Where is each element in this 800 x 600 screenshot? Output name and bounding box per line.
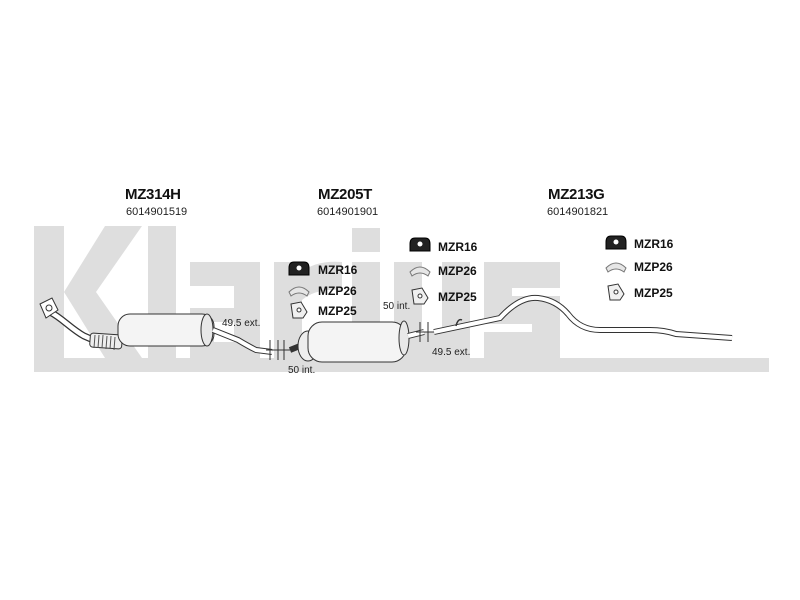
accessory-icons-group-3 [605, 235, 627, 301]
dimension-label: 49.5 ext. [222, 318, 261, 329]
front-flange [39, 297, 59, 319]
center-silencer-body [307, 321, 407, 363]
rear-pipe-assembly [433, 294, 733, 341]
part-number-3: 6014901821 [547, 206, 609, 218]
accessory-label: MZP25 [318, 304, 357, 318]
part-number-1: 6014901519 [126, 206, 188, 218]
bracket-icon [290, 301, 308, 319]
front-silencer-end-cap [200, 313, 214, 347]
dimension-label: 50 int. [383, 301, 411, 312]
rear-hanger-bracket [455, 318, 463, 327]
accessory-icons-group-1 [288, 261, 310, 319]
part-code-3: MZ213G [548, 186, 605, 203]
dimension-label: 49.5 ext. [432, 347, 471, 358]
accessory-label: MZR16 [634, 237, 674, 251]
rubber-mount-icon [605, 235, 627, 250]
rear-tail-pipe [433, 294, 733, 341]
part-number-2: 6014901901 [317, 206, 379, 218]
accessory-label: MZP25 [634, 286, 673, 300]
accessory-label: MZP26 [634, 260, 673, 274]
joint-markers-1 [266, 340, 290, 360]
dimension-label: 50 int. [288, 365, 316, 376]
accessory-label: MZP25 [438, 290, 477, 304]
clamp-icon [288, 286, 310, 297]
front-pipe-assembly [39, 297, 273, 355]
part-code-1: MZ314H [125, 186, 181, 203]
accessory-icons-group-2 [409, 237, 431, 305]
clamp-icon [605, 262, 627, 273]
bracket-icon [607, 283, 625, 301]
accessory-label: MZR16 [438, 240, 478, 254]
accessory-label: MZP26 [318, 284, 357, 298]
accessory-label: MZR16 [318, 263, 358, 277]
rubber-mount-icon [409, 237, 431, 252]
flex-joint [89, 332, 123, 351]
clamp-icon [409, 266, 431, 277]
accessory-label: MZP26 [438, 264, 477, 278]
front-silencer-body [117, 313, 215, 347]
part-code-2: MZ205T [318, 186, 373, 203]
bracket-icon [411, 287, 429, 305]
center-silencer-assembly [288, 320, 425, 363]
rubber-mount-icon [288, 261, 310, 276]
